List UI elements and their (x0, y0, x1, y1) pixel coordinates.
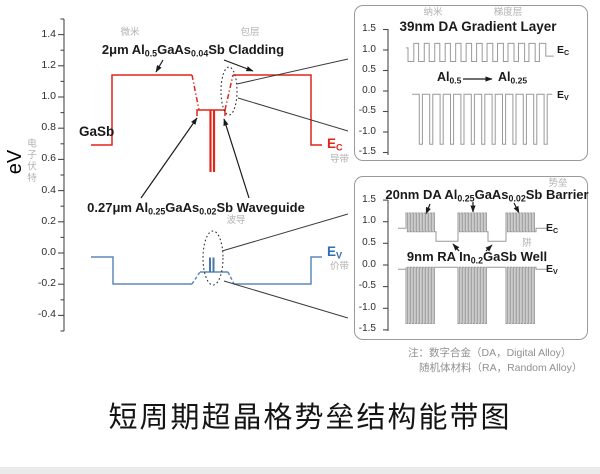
gradient-superlattice-waves (406, 42, 554, 145)
barrier-chinese-label: 势垒 (548, 178, 568, 189)
axis-tick-label: -0.4 (37, 308, 56, 321)
inset-top-ev-label: EV (557, 89, 569, 102)
main-y-axis (58, 18, 65, 332)
axis-tick-label: -1.5 (358, 323, 376, 335)
axis-tick-label: 1.5 (362, 23, 376, 34)
axis-tick-label: 1.0 (362, 43, 376, 55)
axis-tick-label: 0.8 (41, 121, 56, 134)
ev-label: EV (327, 244, 343, 261)
inset-bottom-ev-label: EV (546, 263, 558, 276)
micron-unit-label: 微米 (120, 27, 140, 38)
axis-tick-label: 0.6 (41, 152, 56, 165)
axis-tick-label: 0.0 (362, 258, 376, 270)
waveguide-label: 0.27μm Al0.25GaAs0.02Sb Waveguide (87, 200, 305, 217)
axis-tick-label: 0.5 (362, 236, 376, 248)
axis-tick-label: 1.5 (362, 193, 376, 205)
barrier-superlattice-waves (398, 212, 548, 324)
ec-label: EC (327, 136, 343, 153)
axis-tick-label: 1.4 (41, 27, 56, 40)
inset-bottom-y-axis (383, 199, 389, 331)
cladding-label: 2μm Al0.5GaAs0.04Sb Cladding (101, 42, 285, 59)
nanometer-unit-label: 纳米 (423, 7, 443, 18)
al-to-label: Al0.25 (498, 70, 528, 86)
annotation-arrows (140, 59, 520, 252)
note-random-alloy: 随机体材料（RA，Random Alloy） (419, 362, 583, 374)
axis-tick-label: -1.0 (358, 125, 376, 137)
valence-band-chinese-label: 价带 (330, 261, 350, 272)
axis-tick-label: 1.0 (362, 215, 376, 227)
axis-tick-label: 0.4 (41, 183, 56, 196)
well-label: 9nm RA In0.2GaSb Well (406, 249, 548, 266)
figure-caption: 短周期超晶格势垒结构能带图 (108, 402, 512, 434)
well-chinese-label: 阱 (522, 238, 532, 249)
inset-connector-lines (221, 58, 349, 319)
conduction-band-chinese-label: 导带 (330, 154, 350, 165)
axis-tick-label: 0.2 (41, 214, 56, 227)
cladding-chinese-label: 包层 (240, 27, 260, 38)
inset-top-y-axis (383, 28, 389, 155)
axis-tick-label: -0.5 (358, 105, 376, 116)
inset-top-ec-label: EC (557, 44, 570, 57)
axis-tick-label: 1.0 (41, 90, 56, 102)
y-axis-unit-chinese: 电子伏特 (25, 138, 36, 184)
axis-tick-label: 0.5 (362, 64, 376, 75)
axis-tick-label: 1.2 (41, 58, 56, 71)
inset-bottom-ec-label: EC (546, 222, 559, 235)
al-from-label: Al0.5 (437, 70, 462, 86)
gradient-layer-title: 39nm DA Gradient Layer (399, 19, 557, 34)
axis-tick-label: 0.0 (362, 84, 376, 96)
gradient-region-ellipse (220, 66, 238, 116)
axis-tick-label: 0.0 (41, 246, 56, 258)
conduction-band-curve (91, 74, 322, 172)
axis-tick-label: -1.5 (358, 146, 376, 157)
well-region-ellipse (202, 230, 224, 286)
axis-tick-label: -0.5 (358, 280, 376, 292)
bottom-gray-strip (0, 467, 600, 474)
note-digital-alloy: 注：数字合金（DA，Digital Alloy） (408, 347, 572, 359)
valence-band-curve (91, 256, 322, 285)
gasb-label: GaSb (79, 124, 115, 139)
axis-tick-label: -1.0 (358, 301, 376, 313)
barrier-title: 20nm DA Al0.25GaAs0.02Sb Barrier (385, 187, 589, 204)
gradient-layer-chinese-label: 梯度层 (493, 7, 523, 18)
axis-tick-label: -0.2 (37, 277, 56, 290)
waveguide-chinese-label: 波导 (226, 215, 246, 226)
